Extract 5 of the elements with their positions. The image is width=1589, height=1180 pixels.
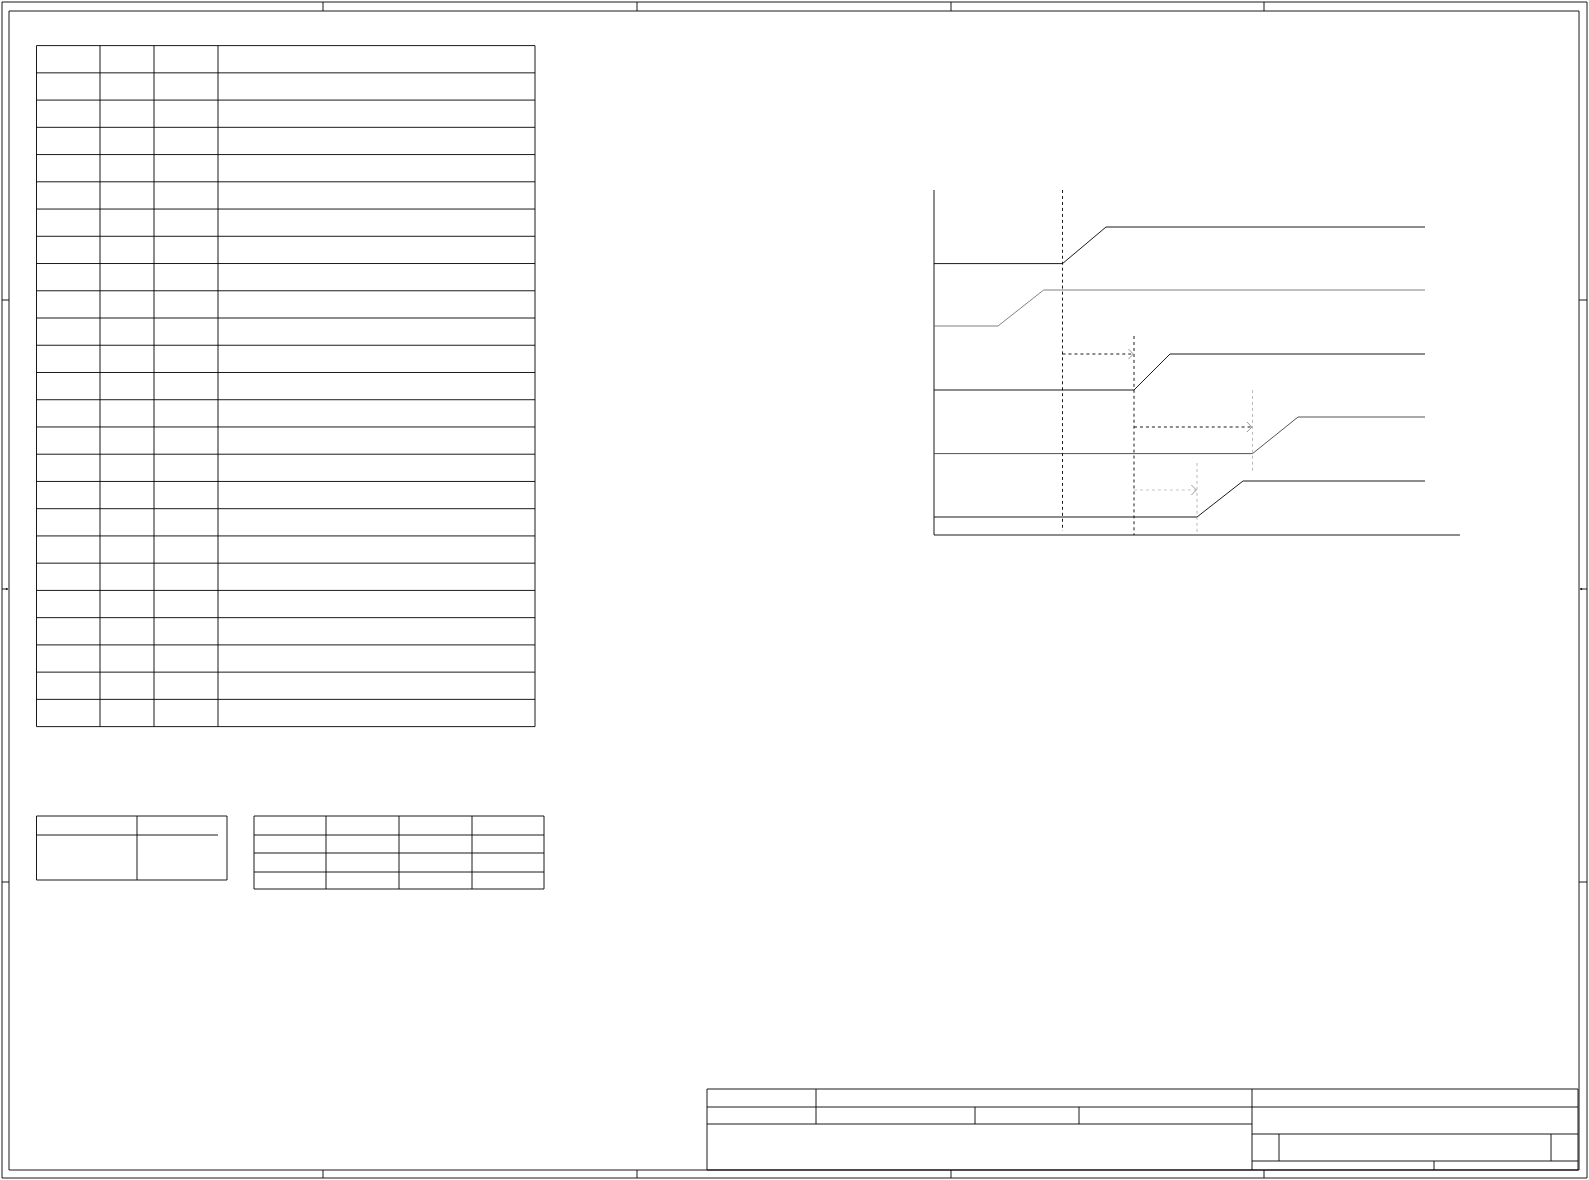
event-marker-line [1133, 335, 1135, 536]
timing-arrow [1133, 484, 1197, 496]
event-marker-line [1252, 389, 1253, 473]
timing-arrow [1062, 348, 1134, 360]
timing-arrow [1133, 421, 1253, 433]
